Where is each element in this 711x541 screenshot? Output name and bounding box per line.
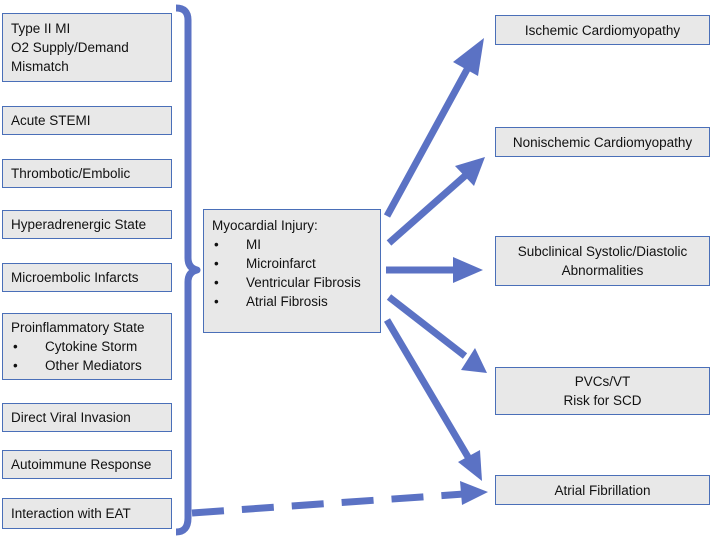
outcome-box-afib: Atrial Fibrillation [495, 475, 710, 505]
bullet-glyph: • [214, 294, 219, 309]
cause-box-type2-mi: Type II MI O2 Supply/Demand Mismatch [2, 13, 172, 82]
bullet-item: • MI [212, 235, 372, 254]
arrow-to-nonischemic [386, 172, 469, 246]
arrowhead [458, 450, 482, 481]
outcome-line: Atrial Fibrillation [554, 482, 651, 498]
cause-line: Acute STEMI [11, 113, 91, 128]
cause-box-autoimmune: Autoimmune Response [2, 450, 172, 479]
cause-box-eat: Interaction with EAT [2, 498, 172, 529]
center-box-myocardial-injury: Myocardial Injury: • MI • Microinfarct • Ve… [203, 209, 381, 333]
bullet-text: Microinfarct [246, 256, 316, 271]
outcome-box-ischemic: Ischemic Cardiomyopathy [495, 15, 710, 45]
cause-line: O2 Supply/Demand [11, 40, 129, 55]
cause-box-thrombotic: Thrombotic/Embolic [2, 159, 172, 188]
outcome-line: Subclinical Systolic/Diastolic [517, 244, 688, 259]
outcome-line: Nonischemic Cardiomyopathy [512, 134, 693, 150]
outcome-line: PVCs/VT [574, 374, 631, 389]
bullet-item: • Atrial Fibrosis [212, 292, 372, 311]
outcome-box-nonischemic: Nonischemic Cardiomyopathy [495, 127, 710, 157]
bullet-text: Cytokine Storm [45, 339, 138, 354]
cause-box-viral-invasion: Direct Viral Invasion [2, 403, 172, 432]
bullet-item: • Other Mediators [11, 356, 163, 375]
cause-line: Thrombotic/Embolic [11, 166, 131, 181]
cause-line: Mismatch [11, 59, 69, 74]
outcome-box-subclinical: Subclinical Systolic/Diastolic Abnormali… [495, 236, 710, 286]
arrowhead [453, 257, 483, 283]
cause-line: Type II MI [11, 21, 71, 36]
outcome-line: Ischemic Cardiomyopathy [524, 22, 681, 38]
cause-box-microembolic: Microembolic Infarcts [2, 263, 172, 292]
cause-box-hyperadrenergic: Hyperadrenergic State [2, 210, 172, 239]
bullet-text: Other Mediators [45, 358, 142, 373]
outcome-line: Abnormalities [561, 263, 644, 278]
cause-line: Proinflammatory State [11, 320, 145, 335]
arrowhead [455, 157, 485, 186]
dashed-arrow-eat-to-afib [191, 490, 465, 517]
bullet-item: • Cytokine Storm [11, 337, 163, 356]
cause-box-acute-stemi: Acute STEMI [2, 106, 172, 135]
arrow-to-pvcs [386, 294, 468, 359]
bullet-text: MI [246, 237, 261, 252]
bullet-glyph: • [13, 339, 18, 354]
arrow-to-ischemic [383, 62, 474, 218]
outcome-box-pvcs-vt: PVCs/VT Risk for SCD [495, 367, 710, 415]
bullet-glyph: • [214, 237, 219, 252]
arrow-to-afib [383, 318, 472, 459]
cause-line: Interaction with EAT [11, 506, 131, 521]
cause-line: Direct Viral Invasion [11, 410, 131, 425]
bullet-glyph: • [214, 275, 219, 290]
bullet-text: Ventricular Fibrosis [246, 275, 361, 290]
cause-line: Autoimmune Response [11, 457, 152, 472]
arrowhead [461, 348, 487, 373]
grouping-bracket [175, 4, 201, 536]
center-title: Myocardial Injury: [212, 218, 318, 233]
bullet-text: Atrial Fibrosis [246, 294, 328, 309]
bullet-glyph: • [13, 358, 18, 373]
outcome-line: Risk for SCD [563, 393, 642, 408]
bullet-item: • Ventricular Fibrosis [212, 273, 372, 292]
cause-line: Microembolic Infarcts [11, 270, 139, 285]
bullet-item: • Microinfarct [212, 254, 372, 273]
arrowhead [453, 38, 484, 76]
bullet-glyph: • [214, 256, 219, 271]
cause-line: Hyperadrenergic State [11, 217, 147, 232]
arrowhead [460, 481, 488, 505]
cause-box-proinflammatory: Proinflammatory State • Cytokine Storm • O… [2, 313, 172, 380]
